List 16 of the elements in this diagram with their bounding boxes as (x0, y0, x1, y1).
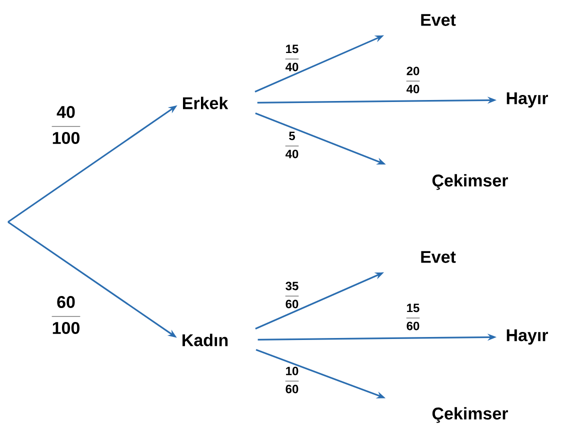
outcome-label: Çekimser (432, 407, 508, 423)
probability-fraction: $\frac{\textbf{15}}{\textbf{40}}$ (285, 44, 299, 72)
probability-fraction: $\frac{\textbf{60}}{\textbf{100}}$ (52, 296, 80, 334)
probability-fraction: $\frac{\textbf{35}}{\textbf{60}}$ (285, 282, 299, 308)
outcome-label: Erkek (183, 96, 228, 110)
probability-fraction: $\frac{\textbf{40}}{\textbf{100}}$ (52, 106, 80, 144)
outcome-label: Evet (421, 14, 456, 26)
outcome-label: Evet (421, 251, 456, 263)
probability-fraction: $\frac{\textbf{5}}{\textbf{40}}$ (285, 132, 299, 158)
outcome-label: Hayır (506, 92, 548, 108)
probability-fraction: $\frac{\textbf{20}}{\textbf{40}}$ (406, 66, 420, 94)
probability-fraction: $\frac{\textbf{10}}{\textbf{60}}$ (285, 366, 299, 394)
probability-fraction: $\frac{\textbf{15}}{\textbf{60}}$ (406, 304, 420, 330)
outcome-label: Hayır (506, 329, 548, 345)
outcome-label: Çekimser (432, 174, 508, 190)
outcome-label: Kadın (182, 334, 228, 346)
